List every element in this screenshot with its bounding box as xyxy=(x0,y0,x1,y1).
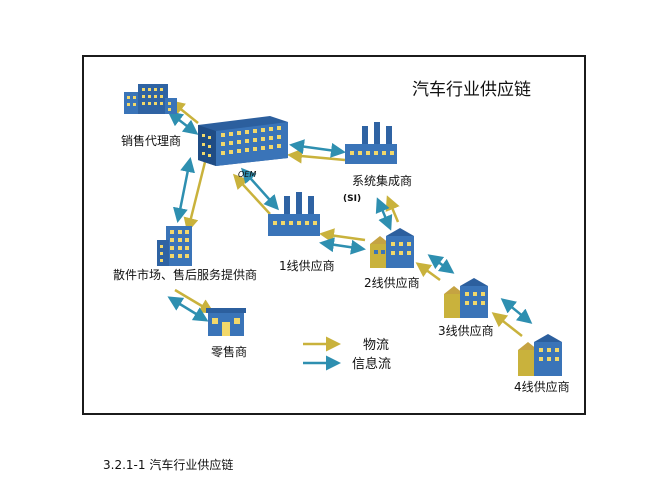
arrow-si-oem-info xyxy=(289,139,346,158)
arrow-tier2-to-tier1 xyxy=(319,228,366,244)
arrow-tier2-si-info xyxy=(375,197,393,231)
arrow-tier3-to-tier2 xyxy=(415,262,441,282)
arrow-tier3-tier2-info xyxy=(427,254,455,274)
tier1-label: 1线供应商 xyxy=(279,258,335,273)
retailer-label: 零售商 xyxy=(211,344,247,359)
si-tag-label: (SI) xyxy=(343,194,361,204)
legend: 物流 信息流 xyxy=(303,336,391,372)
arrow-dealer-oem-info xyxy=(167,111,199,135)
tier4-supplier-icon xyxy=(518,334,562,376)
arrow-oem-parts-info xyxy=(172,157,196,223)
tier2-label: 2线供应商 xyxy=(364,275,420,290)
system-integrator-label: 系统集成商 xyxy=(352,173,412,188)
arrow-si-to-oem xyxy=(287,148,346,164)
diagram-title: 汽车行业供应链 xyxy=(412,80,531,100)
arrow-oem-to-parts xyxy=(183,161,207,233)
arrow-tier2-to-si xyxy=(385,195,400,223)
system-integrator-factory-icon xyxy=(345,122,397,164)
legend-info-flow-label: 信息流 xyxy=(352,356,391,372)
tier1-factory-icon xyxy=(268,192,320,236)
oem-label: OEM xyxy=(238,170,256,179)
arrow-tier4-tier3-info xyxy=(500,298,533,324)
tier2-supplier-icon xyxy=(370,228,414,268)
oem-building-icon xyxy=(198,116,288,166)
dealer-label: 销售代理商 xyxy=(121,133,181,148)
tier4-label: 4线供应商 xyxy=(514,379,570,394)
arrow-tier1-oem-info xyxy=(240,167,280,211)
parts-market-building-icon xyxy=(157,226,192,266)
legend-physical-flow-label: 物流 xyxy=(363,338,389,353)
figure-caption: 3.2.1-1 汽车行业供应链 xyxy=(103,458,234,472)
retailer-shop-icon xyxy=(206,308,246,336)
tier3-label: 3线供应商 xyxy=(438,323,494,338)
dealer-building-icon xyxy=(124,84,177,114)
arrow-tier2-tier1-info xyxy=(319,237,366,255)
tier3-supplier-icon xyxy=(444,278,488,318)
arrow-parts-retailer-info xyxy=(167,296,209,322)
arrow-tier4-to-tier3 xyxy=(491,312,523,337)
parts-market-label: 散件市场、售后服务提供商 xyxy=(113,267,257,282)
